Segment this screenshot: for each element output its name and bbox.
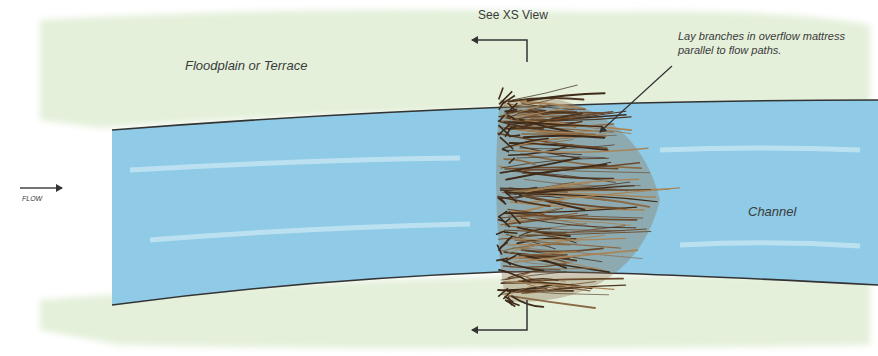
top-bank-line — [112, 100, 878, 130]
branch-butt — [496, 231, 505, 234]
floodplain-label: Floodplain or Terrace — [185, 58, 307, 73]
branch-butt — [499, 116, 504, 122]
branch-butt — [505, 218, 510, 222]
branch-butt — [509, 158, 515, 164]
branch-stroke — [515, 240, 621, 248]
branch-stroke — [503, 112, 543, 121]
branch-stroke — [505, 229, 647, 232]
branch-stroke — [517, 156, 605, 158]
section-arrow-bottom — [472, 300, 527, 330]
branch-butt — [499, 87, 503, 99]
branch-stroke — [515, 129, 594, 132]
branch-butt — [508, 126, 516, 129]
branch-butt — [505, 192, 517, 203]
section-label: See XS View — [478, 8, 548, 22]
branch-butt — [507, 103, 518, 113]
branch-stroke — [516, 98, 557, 105]
branch-butt — [500, 137, 513, 149]
branch-stroke — [527, 93, 604, 101]
branch-butt — [506, 261, 510, 265]
branch-butt — [504, 232, 517, 233]
bottom-bank-line — [112, 272, 878, 305]
branch-stroke — [521, 251, 565, 255]
branch-stroke — [508, 270, 560, 278]
branch-butt — [500, 242, 507, 247]
branch-butt — [498, 220, 505, 222]
branch-strokes — [496, 85, 679, 308]
branch-stroke — [522, 279, 558, 282]
flow-arrow — [20, 187, 62, 189]
branch-stroke — [520, 145, 614, 149]
branch-stroke — [523, 196, 626, 209]
branch-stroke — [515, 250, 638, 262]
branch-butt — [499, 216, 510, 227]
channel-label: Channel — [748, 204, 796, 219]
branch-butt — [499, 91, 512, 104]
branch-stroke — [523, 162, 611, 173]
branch-butt — [507, 115, 515, 119]
branch-stroke — [519, 279, 623, 282]
branch-butt — [498, 197, 507, 204]
branch-stroke — [521, 102, 586, 109]
section-arrow-top — [472, 40, 527, 62]
branch-butt — [498, 124, 510, 135]
branch-stroke — [505, 226, 625, 231]
branch-stroke — [505, 140, 573, 147]
branch-stroke — [498, 196, 550, 206]
branch-stroke — [526, 179, 639, 192]
water-highlights — [130, 148, 860, 246]
branch-stroke — [498, 133, 607, 148]
branch-butt — [509, 212, 520, 224]
branch-stroke — [504, 282, 614, 290]
branch-butt — [504, 255, 517, 262]
branch-butt — [508, 297, 512, 306]
branch-stroke — [501, 158, 579, 173]
branch-butt — [498, 211, 507, 217]
branch-stroke — [524, 136, 605, 138]
branch-butt — [503, 291, 511, 299]
branch-butt — [502, 149, 509, 153]
branch-stroke — [516, 148, 648, 152]
branch-butt — [506, 301, 519, 306]
callout-note: Lay branches in overflow mattress parall… — [678, 30, 848, 58]
branch-butt — [509, 135, 520, 136]
branch-butt — [507, 236, 512, 241]
branch-stroke — [521, 218, 636, 228]
flow-label: FLOW — [22, 195, 42, 202]
branch-stroke — [515, 134, 606, 145]
brush-mattress — [496, 99, 660, 302]
branch-stroke — [514, 279, 565, 282]
branch-stroke — [502, 238, 626, 240]
branch-stroke — [509, 296, 595, 308]
leader-line — [600, 66, 672, 132]
branch-stroke — [502, 282, 592, 288]
branch-butt — [498, 288, 508, 296]
branch-stroke — [504, 159, 535, 164]
channel-water — [112, 100, 878, 305]
branch-butt — [500, 198, 505, 202]
branch-stroke — [500, 113, 601, 121]
branch-stroke — [501, 102, 546, 115]
branch-stroke — [504, 122, 601, 127]
branch-stroke — [506, 215, 588, 225]
